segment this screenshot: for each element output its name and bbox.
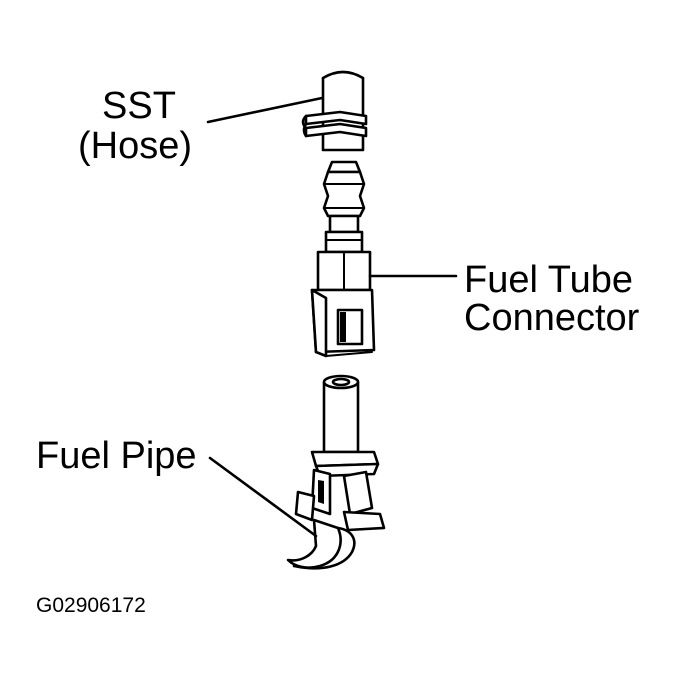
connector-label-line2: Connector: [464, 297, 640, 339]
sst-hose: [301, 70, 368, 152]
figure-code: G02906172: [36, 594, 146, 617]
sst-label-line1: SST: [102, 85, 176, 127]
fuel-tube-connector: [310, 160, 376, 358]
fuel-pipe-leader-line: [208, 456, 318, 538]
fuel-pipe: [286, 374, 386, 570]
fuel-pipe-label: Fuel Pipe: [36, 435, 197, 477]
connector-label-line1: Fuel Tube: [464, 259, 633, 301]
sst-leader-line: [206, 96, 324, 124]
sst-label-line2: (Hose): [78, 125, 192, 167]
